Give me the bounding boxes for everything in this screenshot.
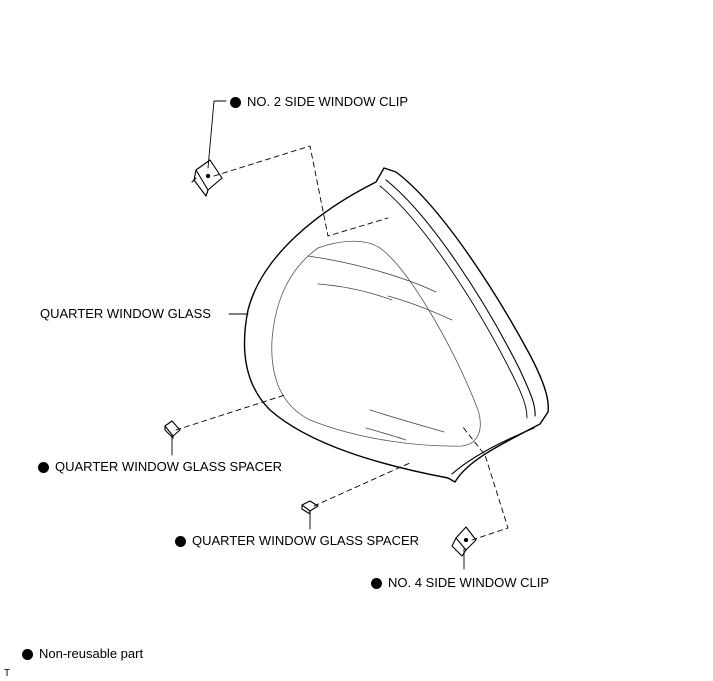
- label-quarter-window-glass-spacer-left: QUARTER WINDOW GLASS SPACER: [38, 460, 282, 474]
- leader-lines: [171, 100, 465, 570]
- label-text: QUARTER WINDOW GLASS SPACER: [55, 459, 283, 474]
- assembly-line-spacer-left: [175, 394, 286, 431]
- glass-reflection-lines: [307, 255, 453, 441]
- label-text: QUARTER WINDOW GLASS SPACER: [192, 533, 420, 548]
- assembly-line-clip-lower: [461, 425, 509, 541]
- no2-side-window-clip-part: [191, 159, 223, 197]
- glass-channel-strip: [385, 179, 536, 417]
- assembly-lines: [175, 145, 509, 541]
- non-reusable-dot-icon: [175, 535, 186, 547]
- non-reusable-dot-icon: [22, 648, 33, 660]
- non-reusable-dot-icon: [371, 577, 382, 589]
- spacer-left-part: [164, 420, 181, 439]
- label-text: NO. 2 SIDE WINDOW CLIP: [247, 94, 409, 109]
- label-no4-side-window-clip: NO. 4 SIDE WINDOW CLIP: [371, 576, 549, 590]
- glass-bottom-strip: [451, 427, 535, 475]
- no4-side-window-clip-part: [451, 526, 477, 557]
- quarter-window-glass-outline: [243, 167, 549, 483]
- label-quarter-window-glass: QUARTER WINDOW GLASS: [40, 307, 211, 321]
- corner-mark: T: [4, 668, 11, 679]
- glass-inner-line: [271, 240, 481, 447]
- label-quarter-window-glass-spacer-lower: QUARTER WINDOW GLASS SPACER: [175, 534, 419, 548]
- assembly-line-spacer-lower: [313, 461, 413, 507]
- legend-non-reusable: Non-reusable part: [22, 647, 143, 661]
- leader-clip-upper: [207, 100, 227, 169]
- legend-text: Non-reusable part: [39, 646, 144, 661]
- label-text: NO. 4 SIDE WINDOW CLIP: [388, 575, 550, 590]
- spacer-lower-part: [301, 500, 319, 515]
- glass-channel-strip-inner: [379, 185, 528, 419]
- assembly-line-clip-upper: [213, 145, 389, 237]
- label-text: QUARTER WINDOW GLASS: [40, 306, 211, 321]
- non-reusable-dot-icon: [230, 96, 241, 108]
- non-reusable-dot-icon: [38, 461, 49, 473]
- label-no2-side-window-clip: NO. 2 SIDE WINDOW CLIP: [230, 95, 408, 109]
